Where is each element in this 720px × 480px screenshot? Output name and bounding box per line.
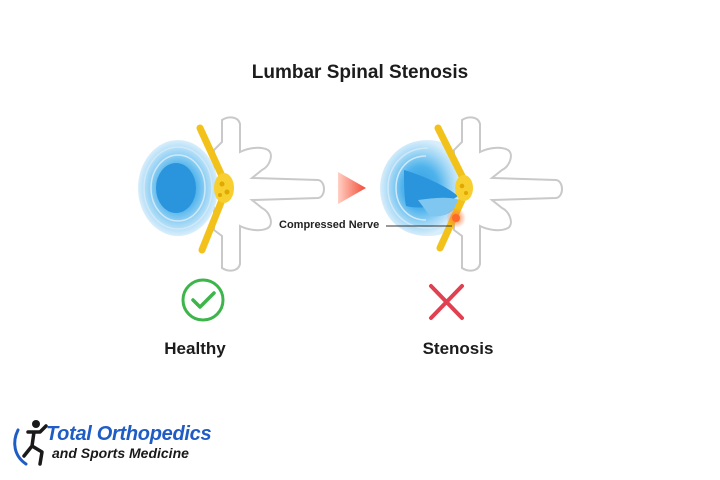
stenosis-label: Stenosis — [422, 339, 494, 358]
check-circle-icon — [181, 278, 225, 322]
stenosis-vertebra — [380, 116, 563, 272]
stenosis-nerve-upper — [434, 124, 466, 180]
healthy-spinal-cord — [214, 173, 234, 203]
diagram-title: Lumbar Spinal Stenosis — [251, 62, 469, 83]
healthy-bone — [213, 116, 325, 272]
healthy-nerve-lower — [198, 196, 226, 254]
compressed-nerve-label: Compressed Nerve — [279, 219, 380, 231]
healthy-label: Healthy — [164, 339, 226, 358]
arrow-right-icon — [338, 172, 366, 204]
stenosis-spinal-cord — [455, 175, 473, 201]
cross-icon — [429, 284, 464, 320]
logo-brand-name: Total Orthopedics — [46, 423, 212, 445]
healthy-vertebra — [138, 116, 325, 272]
healthy-nerve-upper — [196, 124, 226, 180]
stenosis-bone — [453, 116, 563, 272]
runner-logo-icon — [13, 420, 48, 466]
logo-subtitle: and Sports Medicine — [52, 445, 189, 461]
